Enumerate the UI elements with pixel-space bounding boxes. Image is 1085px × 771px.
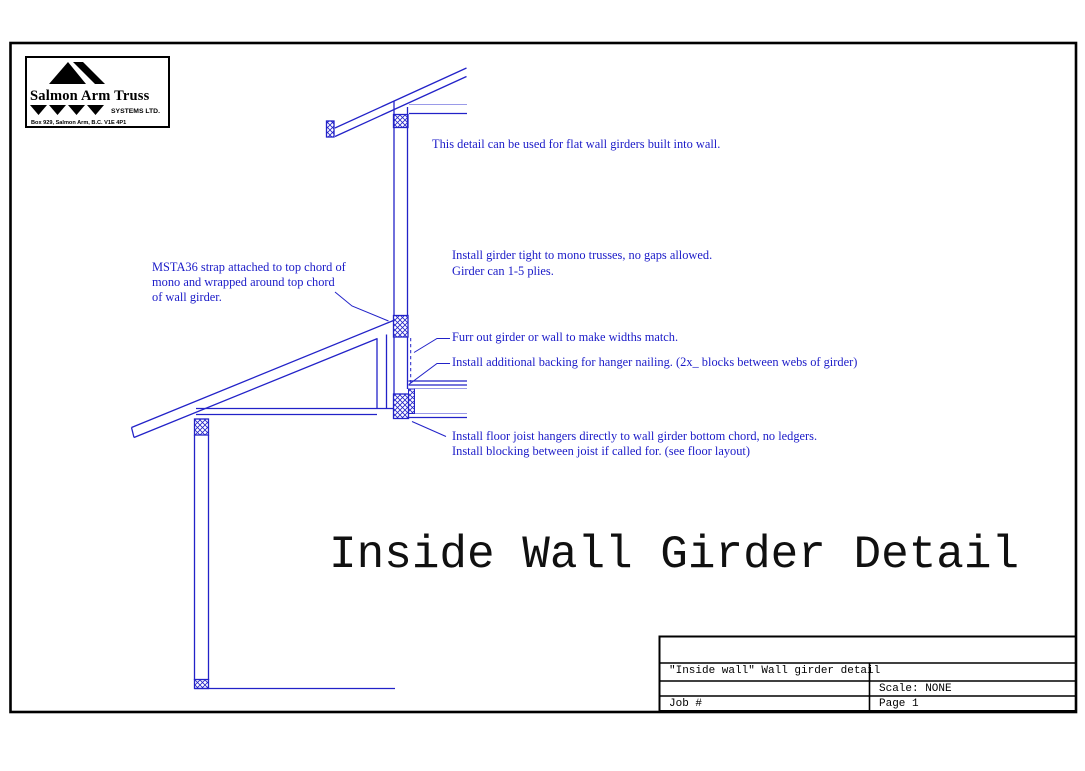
leader-furr-out bbox=[413, 338, 450, 353]
mono-truss-top-chord bbox=[131, 319, 394, 429]
note-flat-wall: This detail can be used for flat wall gi… bbox=[432, 137, 721, 151]
truss-logo-icon bbox=[30, 62, 105, 115]
wall-top-plate-block bbox=[392, 113, 409, 129]
page-border bbox=[9, 41, 1078, 714]
note-msta-line1: MSTA36 strap attached to top chord of bbox=[152, 260, 346, 274]
logo-systems-ltd: SYSTEMS LTD. bbox=[111, 108, 160, 115]
note-msta-line2: mono and wrapped around top chord bbox=[152, 275, 335, 289]
title-block-grid bbox=[658, 635, 1077, 712]
joist-hanger-block bbox=[408, 388, 415, 414]
company-logo: Salmon Arm Truss SYSTEMS LTD. Box 929, S… bbox=[25, 56, 170, 128]
roof-fascia-block bbox=[325, 120, 335, 138]
titleblock-page: Page 1 bbox=[879, 697, 919, 710]
drawing-title: Inside Wall Girder Detail bbox=[329, 529, 1020, 581]
logo-company-name: Salmon Arm Truss bbox=[30, 88, 150, 104]
titleblock-job-number: Job # bbox=[669, 697, 703, 710]
girder-bottom-chord-block bbox=[392, 393, 410, 420]
upper-roof-line bbox=[334, 75, 467, 138]
leader-msta-strap bbox=[334, 291, 389, 322]
mono-truss-top-chord bbox=[133, 337, 378, 439]
note-backing: Install additional backing for hanger na… bbox=[452, 355, 858, 369]
note-msta-line3: of wall girder. bbox=[152, 290, 222, 304]
note-girder-tight-line2: Girder can 1-5 plies. bbox=[452, 263, 554, 278]
lower-wall-bottom-plate-block bbox=[193, 678, 210, 690]
note-furr-out: Furr out girder or wall to make widths m… bbox=[452, 330, 679, 344]
leader-joist-hanger bbox=[411, 421, 447, 437]
leader-backing bbox=[408, 363, 450, 385]
upper-roof-line bbox=[334, 67, 467, 129]
lower-wall-top-plate-block bbox=[193, 418, 210, 436]
note-girder-tight-line1: Install girder tight to mono trusses, no… bbox=[452, 248, 713, 262]
logo-address: Box 929, Salmon Arm, B.C. V1E 4P1 bbox=[31, 120, 127, 126]
titleblock-description: "Inside wall" Wall girder detail bbox=[669, 665, 881, 677]
note-hangers-line1: Install floor joist hangers directly to … bbox=[452, 429, 818, 443]
girder-top-chord-block bbox=[392, 314, 409, 338]
truss-plumb-cut bbox=[130, 427, 135, 438]
titleblock-scale: Scale: NONE bbox=[879, 682, 952, 695]
note-hangers-line2: Install blocking between joist if called… bbox=[452, 443, 750, 458]
